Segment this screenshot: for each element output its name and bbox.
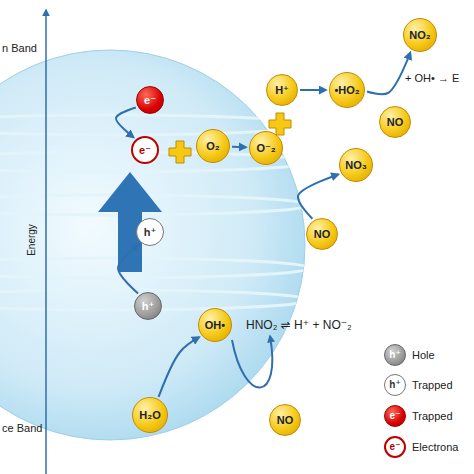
legend-text: Trapped — [412, 379, 453, 391]
reaction-arrow — [300, 89, 326, 91]
species-label: h⁺ — [142, 301, 155, 312]
species-circle: h⁺ — [134, 292, 162, 320]
species-circle: O₂ — [196, 129, 230, 163]
species-label: O₂ — [206, 141, 219, 152]
axis-label: Energy — [26, 224, 37, 256]
species-label: NO₃ — [345, 160, 367, 171]
legend-text: Electrona — [412, 441, 458, 453]
species-circle: e⁻ — [131, 136, 159, 164]
species-label: h⁺ — [389, 380, 400, 390]
species-circle: •HO₂ — [329, 72, 365, 108]
legend-text: Hole — [412, 349, 435, 361]
species-label: NO — [387, 117, 404, 128]
species-circle: OH• — [198, 308, 232, 342]
species-circle: H⁺ — [266, 74, 298, 106]
band-label: ce Band — [2, 422, 42, 434]
species-label: NO — [277, 415, 294, 426]
reaction-arrow — [232, 146, 246, 149]
species-label: e⁻ — [144, 95, 156, 106]
reaction-arrow — [298, 174, 338, 218]
reaction-arrow — [116, 107, 136, 137]
species-label: e⁻ — [390, 411, 401, 421]
species-circle: NO — [306, 218, 338, 250]
species-label: •HO₂ — [334, 85, 359, 96]
species-circle: NO₃ — [339, 148, 373, 182]
species-label: O⁻₂ — [256, 143, 275, 154]
reaction-arrow — [159, 337, 200, 397]
species-circle: h⁺ — [136, 218, 164, 246]
equation-label: + OH• → E — [405, 72, 459, 84]
band-label: n Band — [2, 42, 37, 54]
reaction-arrow — [367, 53, 410, 95]
legend-text: Trapped — [412, 410, 453, 422]
species-label: h⁺ — [389, 350, 400, 360]
legend-symbol: e⁻ — [384, 436, 406, 458]
species-circle: NO₂ — [403, 18, 437, 52]
species-label: NO — [314, 229, 331, 240]
species-circle: NO — [269, 404, 301, 436]
species-label: e⁻ — [139, 145, 151, 156]
legend-symbol: h⁺ — [384, 374, 406, 396]
legend-symbol: e⁻ — [384, 405, 406, 427]
reaction-arrow — [118, 245, 139, 294]
species-label: OH• — [205, 320, 225, 331]
legend-symbol: h⁺ — [384, 344, 406, 366]
species-circle: e⁻ — [136, 86, 164, 114]
species-label: h⁺ — [144, 227, 157, 238]
species-label: NO₂ — [409, 30, 430, 41]
species-circle: H₂O — [132, 397, 168, 433]
equation-label: HNO₂ ⇌ H⁺ + NO⁻₂ — [246, 318, 352, 332]
species-label: e⁻ — [390, 442, 401, 452]
species-circle: NO — [379, 106, 411, 138]
energy-axis — [45, 10, 47, 474]
reaction-arrow — [232, 336, 272, 388]
species-label: H⁺ — [275, 85, 289, 96]
species-label: H₂O — [139, 410, 160, 421]
species-circle: O⁻₂ — [249, 131, 283, 165]
